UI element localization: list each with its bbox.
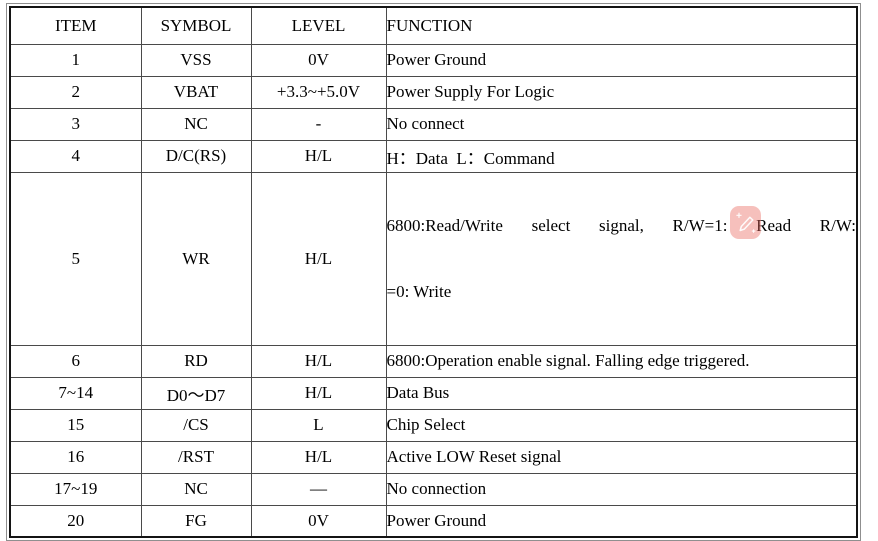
table-row: 15 /CS L Chip Select [9, 408, 858, 442]
edit-pencil-icon[interactable] [730, 206, 761, 239]
cell-level: - [250, 107, 387, 141]
cell-item: 20 [9, 504, 142, 538]
cell-symbol: NC [140, 107, 252, 141]
cell-level: H/L [250, 171, 387, 346]
cell-function: No connection [385, 472, 858, 506]
cell-item: 16 [9, 440, 142, 474]
cell-level: L [250, 408, 387, 442]
cell-level: H/L [250, 139, 387, 173]
cell-item: 17~19 [9, 472, 142, 506]
cell-item: 15 [9, 408, 142, 442]
cell-function: Power Ground [385, 504, 858, 538]
cell-symbol: NC [140, 472, 252, 506]
function-line-2: =0: Write [386, 281, 452, 301]
cell-item: 7~14 [9, 376, 142, 410]
table-row: 4 D/C(RS) H/L H：Data L：Command [9, 139, 858, 173]
table-row: 16 /RST H/L Active LOW Reset signal [9, 440, 858, 474]
cell-symbol: D0～D7 [140, 376, 252, 410]
cell-item: 4 [9, 139, 142, 173]
cell-level: — [250, 472, 387, 506]
table-row: 7~14 D0～D7 H/L Data Bus [9, 376, 858, 410]
cell-level: H/L [250, 344, 387, 378]
col-header-item: ITEM [9, 6, 142, 45]
table-row: 1 VSS 0V Power Ground [9, 43, 858, 77]
cell-item: 5 [9, 171, 142, 346]
pin-table-border: ITEM SYMBOL LEVEL FUNCTION 1 VSS 0V Powe… [6, 3, 861, 541]
cell-item: 2 [9, 75, 142, 109]
cell-symbol: VBAT [140, 75, 252, 109]
cell-item: 3 [9, 107, 142, 141]
cell-item: 1 [9, 43, 142, 77]
cell-function: No connect [385, 107, 858, 141]
cell-symbol: /RST [140, 440, 252, 474]
document-page: ITEM SYMBOL LEVEL FUNCTION 1 VSS 0V Powe… [6, 3, 861, 541]
table-row: 5 WR H/L 6800:Read/Write select signal, … [9, 171, 858, 346]
cell-level: H/L [250, 440, 387, 474]
header-row: ITEM SYMBOL LEVEL FUNCTION [9, 6, 858, 45]
cell-function: 6800:Operation enable signal. Falling ed… [385, 344, 858, 378]
pin-function-table: ITEM SYMBOL LEVEL FUNCTION 1 VSS 0V Powe… [9, 6, 858, 538]
cell-symbol: FG [140, 504, 252, 538]
cell-level: 0V [250, 43, 387, 77]
cell-symbol: /CS [140, 408, 252, 442]
cell-function: 6800:Read/Write select signal, R/W=1: Re… [385, 171, 858, 346]
col-header-function: FUNCTION [385, 6, 858, 45]
cell-function: Power Supply For Logic [385, 75, 858, 109]
function-line-1: 6800:Read/Write select signal, R/W=1: Re… [386, 215, 856, 235]
cell-level: +3.3~+5.0V [250, 75, 387, 109]
cell-function: Active LOW Reset signal [385, 440, 858, 474]
cell-function: Data Bus [385, 376, 858, 410]
cell-symbol: VSS [140, 43, 252, 77]
col-header-symbol: SYMBOL [140, 6, 252, 45]
table-row: 6 RD H/L 6800:Operation enable signal. F… [9, 344, 858, 378]
table-row: 2 VBAT +3.3~+5.0V Power Supply For Logic [9, 75, 858, 109]
cell-symbol: WR [140, 171, 252, 346]
cell-item: 6 [9, 344, 142, 378]
cell-function: Power Ground [385, 43, 858, 77]
table-row: 20 FG 0V Power Ground [9, 504, 858, 538]
table-row: 3 NC - No connect [9, 107, 858, 141]
cell-function: H：Data L：Command [385, 139, 858, 173]
table-row: 17~19 NC — No connection [9, 472, 858, 506]
col-header-level: LEVEL [250, 6, 387, 45]
cell-symbol: RD [140, 344, 252, 378]
cell-symbol: D/C(RS) [140, 139, 252, 173]
cell-function: Chip Select [385, 408, 858, 442]
cell-level: 0V [250, 504, 387, 538]
cell-level: H/L [250, 376, 387, 410]
